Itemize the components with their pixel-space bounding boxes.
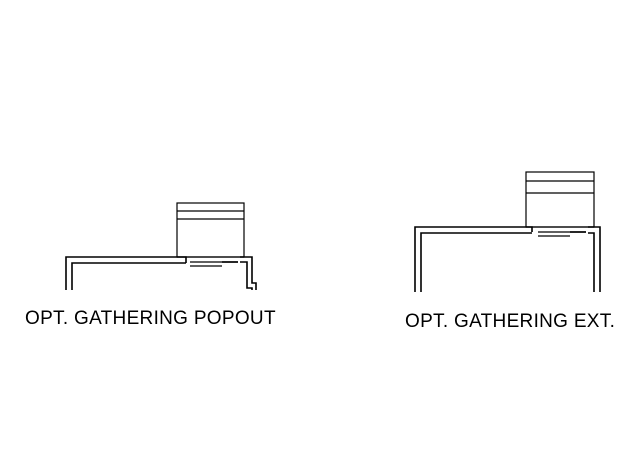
popout-right-wall-inner xyxy=(240,261,253,290)
popout-outer-wall xyxy=(65,256,187,290)
ext-box xyxy=(525,171,595,228)
ext-outer-wall xyxy=(414,226,533,292)
popout-inner-wall xyxy=(71,262,186,290)
popout-right-wall-outer xyxy=(240,256,257,290)
extension-caption: OPT. GATHERING EXT. xyxy=(405,311,616,332)
ext-right-wall-inner xyxy=(588,232,595,292)
extension-plan xyxy=(414,171,601,292)
ext-inner-wall xyxy=(420,232,532,292)
popout-plan xyxy=(65,202,257,290)
popout-caption: OPT. GATHERING POPOUT xyxy=(25,308,276,329)
ext-right-wall-outer xyxy=(588,226,601,292)
